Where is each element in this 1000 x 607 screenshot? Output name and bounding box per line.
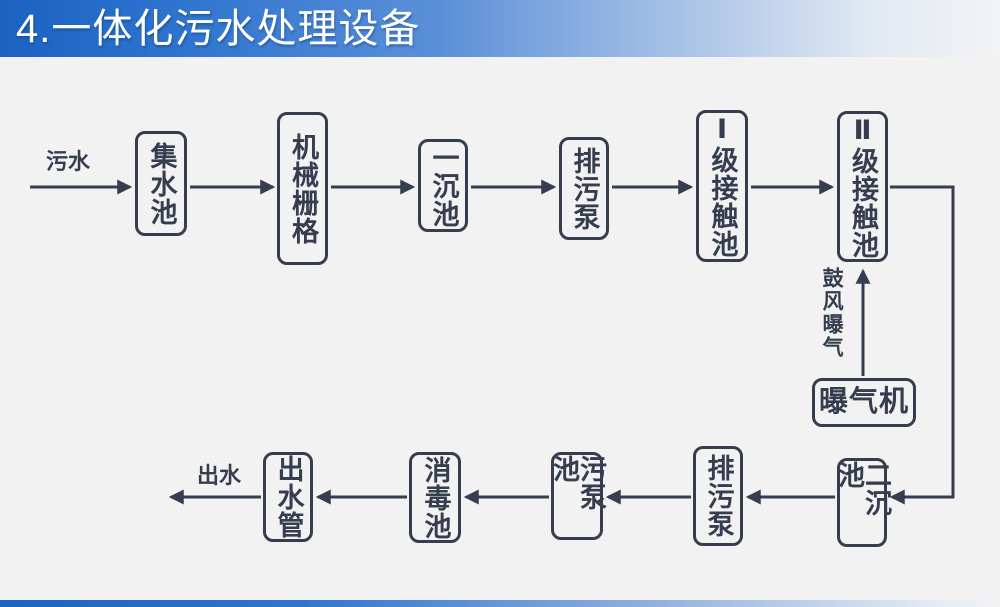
flow-node-label: Ⅱ级接触池	[848, 114, 878, 259]
flow-node-disinfection-tank: 消毒池	[409, 452, 461, 543]
flow-node-label: 集水池	[146, 141, 177, 226]
title-banner: 4.一体化污水处理设备	[0, 0, 1000, 57]
flow-node-level-2-contact-tank: Ⅱ级接触池	[837, 111, 888, 262]
flow-node-mechanical-grid: 机械栅格	[277, 112, 328, 265]
blast-aeration-label: 鼓风曝气	[820, 267, 844, 359]
flow-node-sewage-pump-lower: 排污泵	[693, 446, 743, 546]
flow-node-label: 排污泵	[569, 146, 600, 231]
flow-node-collection-tank: 集水池	[135, 131, 187, 236]
flow-node-label: 消毒池	[420, 455, 451, 540]
flow-node-label: 机械栅格	[288, 132, 318, 245]
bottom-accent-bar	[0, 600, 1000, 607]
inlet-water-label: 污水	[46, 149, 91, 174]
flow-node-secondary-sedimentation-tank: 二沉池	[834, 458, 891, 547]
connector-level2-to-secondary	[889, 185, 955, 505]
flow-node-label: 二沉池	[834, 461, 891, 517]
flow-node-level-1-contact-tank: Ⅰ级接触池	[696, 110, 748, 262]
flow-node-label: Ⅰ级接触池	[707, 114, 738, 258]
flow-node-sewage-pump-tank: 污泵池	[549, 452, 606, 540]
outlet-water-label: 出水	[197, 463, 242, 488]
page-title: 4.一体化污水处理设备	[16, 7, 421, 51]
flow-node-label: 一沉池	[428, 143, 459, 228]
flow-node-sewage-pump-upper: 排污泵	[559, 137, 609, 240]
flow-node-primary-sedimentation-tank: 一沉池	[418, 139, 468, 232]
flow-node-aerator: 曝气机	[812, 378, 916, 427]
flow-node-label: 曝气机	[818, 386, 909, 418]
flow-node-label: 出水管	[273, 455, 304, 539]
flow-node-label: 污泵池	[549, 455, 606, 511]
flow-node-label: 排污泵	[703, 454, 734, 538]
flow-node-outlet-pipe: 出水管	[263, 452, 313, 542]
